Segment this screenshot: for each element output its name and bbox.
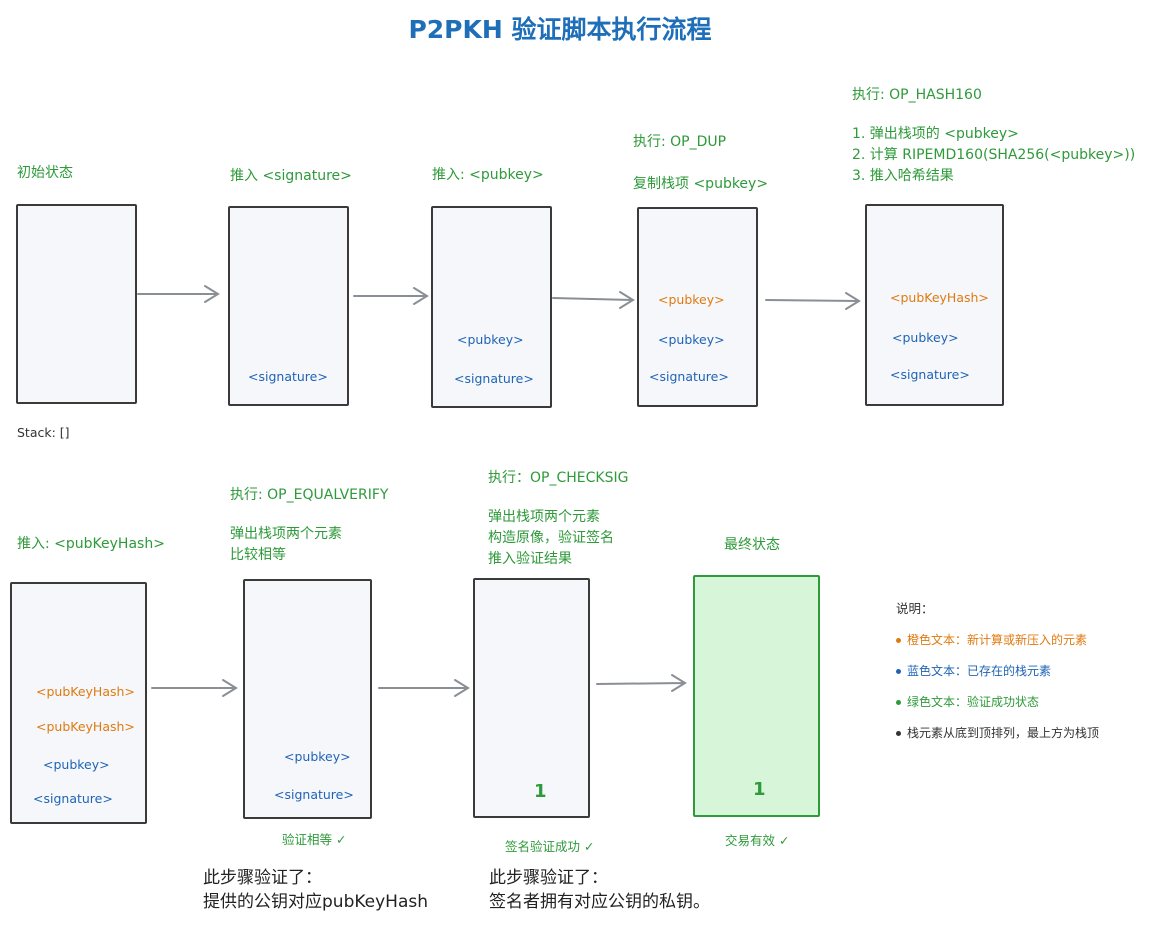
bullet-icon xyxy=(896,700,901,705)
stage-1-caption: 初始状态 xyxy=(17,165,73,181)
stage-8-caption: 执行：OP_CHECKSIG 弹出栈项两个元素 构造原像，验证签名 推入验证结果 xyxy=(488,470,629,567)
legend-item-order: 栈元素从底到顶排列，最上方为栈顶 xyxy=(896,718,1099,749)
stack-item: 1 xyxy=(534,781,547,802)
note-equalverify: 此步骤验证了： 提供的公钥对应pubKeyHash xyxy=(203,868,429,912)
result-sig-label: 签名验证成功 ✓ xyxy=(505,839,595,854)
arrow-1-2 xyxy=(137,285,220,303)
arrow-6-7 xyxy=(151,679,238,697)
stage-7-caption: 执行: OP_EQUALVERIFY 弹出栈项两个元素 比较相等 xyxy=(230,487,389,563)
stack-item: <pubkey> xyxy=(43,757,110,772)
stack-box-9-final: 1 xyxy=(693,575,820,817)
stack-item: <signature> xyxy=(33,791,113,806)
page-title: P2PKH 验证脚本执行流程 xyxy=(408,15,712,44)
stack-box-6: <pubKeyHash> <pubKeyHash> <pubkey> <sign… xyxy=(10,582,147,824)
stack-item: 1 xyxy=(753,779,766,800)
note-checksig: 此步骤验证了： 签名者拥有对应公钥的私钥。 xyxy=(489,868,710,912)
stack-item: <signature> xyxy=(649,369,729,384)
stack-box-7: <pubkey> <signature> xyxy=(243,579,372,819)
legend-item-green: 绿色文本：验证成功状态 xyxy=(896,687,1099,718)
stage-3-caption: 推入: <pubkey> xyxy=(432,167,544,183)
result-equal-label: 验证相等 ✓ xyxy=(282,832,347,847)
stack-box-1 xyxy=(16,204,137,404)
stack-item: <pubKeyHash> xyxy=(890,290,989,305)
stage-4-caption: 执行: OP_DUP 复制栈项 <pubkey> xyxy=(633,134,769,192)
stack-item: <pubKeyHash> xyxy=(36,719,135,734)
bullet-icon xyxy=(896,669,901,674)
stack-item: <signature> xyxy=(454,371,534,386)
legend-title: 说明： xyxy=(896,601,934,616)
arrow-7-8 xyxy=(378,679,470,697)
legend-item-blue: 蓝色文本：已存在的栈元素 xyxy=(896,656,1099,687)
stack-item: <pubkey> xyxy=(658,292,725,307)
stack-box-2: <signature> xyxy=(228,206,349,406)
stack-box-5: <pubKeyHash> <pubkey> <signature> xyxy=(865,204,1004,406)
bullet-icon xyxy=(896,731,901,736)
bullet-icon xyxy=(896,638,901,643)
stack-item: <pubkey> xyxy=(658,332,725,347)
arrow-4-5 xyxy=(765,292,861,310)
stack-item: <signature> xyxy=(248,369,328,384)
stack-item: <pubKeyHash> xyxy=(36,684,135,699)
stack-box-3: <pubkey> <signature> xyxy=(431,206,552,408)
stack-item: <pubkey> xyxy=(892,330,959,345)
legend-item-orange: 橙色文本：新计算或新压入的元素 xyxy=(896,625,1099,656)
stage-6-caption: 推入: <pubKeyHash> xyxy=(17,536,165,552)
stack-item: <pubkey> xyxy=(284,749,351,764)
arrow-8-9 xyxy=(596,674,687,692)
stage-2-caption: 推入 <signature> xyxy=(230,168,352,184)
arrow-2-3 xyxy=(353,287,429,305)
legend: 说明： 橙色文本：新计算或新压入的元素 蓝色文本：已存在的栈元素 绿色文本：验证… xyxy=(896,598,1099,749)
stack-empty-label: Stack: [] xyxy=(17,425,70,440)
stage-5-caption: 执行: OP_HASH160 1. 弹出栈项的 <pubkey> 2. 计算 R… xyxy=(852,87,1136,184)
result-valid-label: 交易有效 ✓ xyxy=(725,833,790,848)
stack-box-4: <pubkey> <pubkey> <signature> xyxy=(637,207,758,407)
stack-item: <signature> xyxy=(890,367,970,382)
stage-9-caption: 最终状态 xyxy=(724,537,780,553)
stack-item: <pubkey> xyxy=(457,332,524,347)
arrow-3-4 xyxy=(552,291,635,309)
stack-box-8: 1 xyxy=(473,578,590,818)
stack-item: <signature> xyxy=(274,787,354,802)
